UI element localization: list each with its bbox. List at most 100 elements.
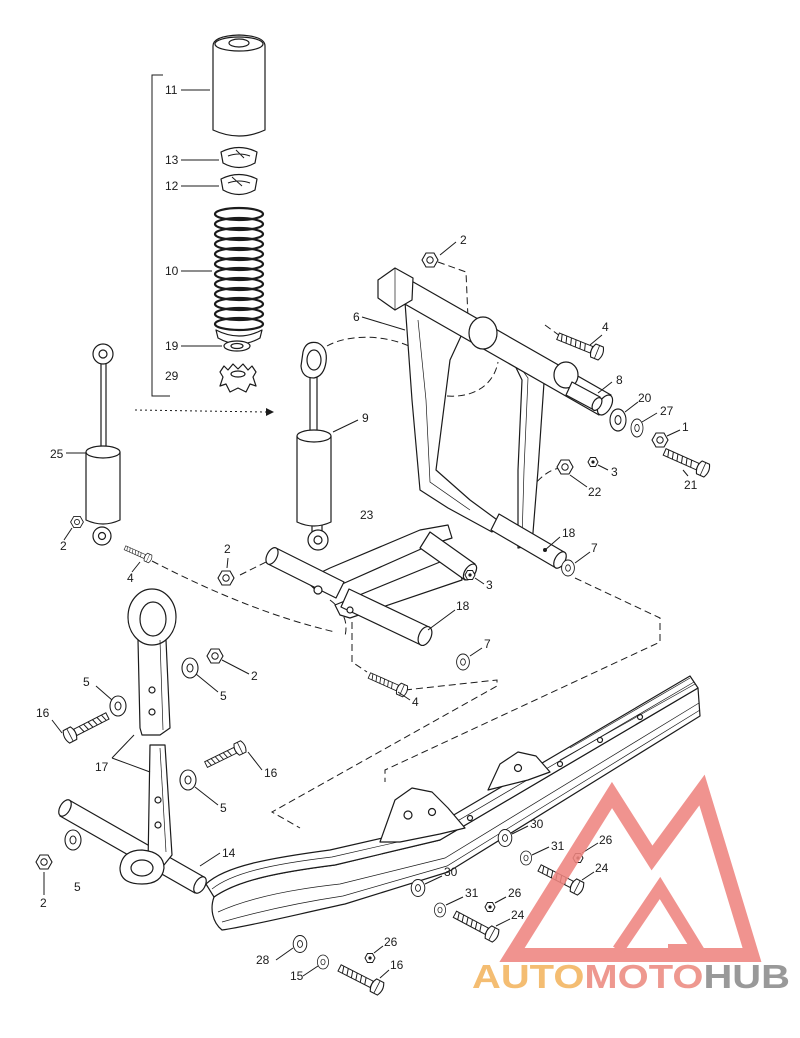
front-shock-part-25 — [85, 343, 121, 546]
callout-19: 19 — [165, 339, 179, 353]
bolt-part-16 — [60, 709, 112, 745]
bolt-part-4 — [366, 669, 410, 698]
ring-part-19 — [223, 340, 251, 352]
callout-27: 27 — [660, 404, 674, 418]
rear-arm-part-23 — [265, 524, 478, 647]
callout-5: 5 — [220, 801, 227, 815]
callout-5: 5 — [74, 880, 81, 894]
callout-4: 4 — [127, 571, 134, 585]
callout-6: 6 — [353, 310, 360, 324]
bolt-part-21 — [661, 444, 712, 479]
nut-part-2 — [206, 648, 224, 664]
callout-8: 8 — [616, 373, 623, 387]
callout-26: 26 — [384, 935, 398, 949]
bolt-part-16 — [335, 961, 387, 997]
nut-part-2 — [217, 570, 235, 586]
leader-lines — [43, 241, 689, 979]
callout-11: 11 — [165, 83, 178, 97]
bolt-part-24 — [451, 907, 502, 944]
callout-15: 15 — [290, 969, 304, 983]
callout-4: 4 — [602, 320, 609, 334]
callout-2: 2 — [224, 542, 231, 556]
shock-cover-part-11 — [212, 34, 266, 137]
callout-1: 1 — [682, 420, 689, 434]
washer-part-31 — [520, 850, 532, 866]
watermark-moto: MOTO — [584, 958, 703, 995]
callout-14: 14 — [222, 846, 236, 860]
nut-part-3 — [587, 457, 599, 467]
washer-part-30 — [410, 879, 426, 897]
link-part-17-lower — [119, 744, 173, 885]
slide-rail — [205, 675, 701, 931]
callout-24: 24 — [595, 861, 609, 875]
callout-12: 12 — [165, 179, 179, 193]
callout-20: 20 — [638, 391, 652, 405]
front-arm-part-6 — [377, 267, 614, 569]
callout-3: 3 — [486, 578, 493, 592]
bolt-part-4 — [554, 329, 606, 362]
washer-part-31 — [434, 902, 446, 918]
nut-part-26 — [364, 953, 376, 963]
callout-5: 5 — [83, 675, 90, 689]
callout-25: 25 — [50, 447, 64, 461]
callout-9: 9 — [362, 411, 369, 425]
callout-5: 5 — [220, 689, 227, 703]
spring-seat-part-13 — [220, 146, 258, 169]
shaft-part-8 — [565, 381, 603, 411]
callout-26: 26 — [599, 833, 613, 847]
nut-part-1 — [651, 432, 669, 448]
callout-16: 16 — [264, 766, 278, 780]
nut-part-26 — [484, 902, 496, 912]
washer-part-30 — [497, 829, 513, 847]
bolt-part-16 — [202, 739, 249, 771]
watermark-logo-inner — [613, 876, 709, 956]
nut-part-3 — [464, 570, 476, 580]
callout-30: 30 — [530, 817, 544, 831]
rear-shock-part-9 — [296, 341, 332, 551]
washer-part-20 — [609, 408, 627, 432]
callout-7: 7 — [591, 541, 598, 555]
callout-labels: 11 13 12 10 19 29 2 6 4 8 20 27 1 21 3 2… — [36, 83, 698, 983]
callout-18: 18 — [456, 599, 470, 613]
washer-part-27 — [630, 418, 644, 438]
bolt-part-4 — [122, 543, 154, 564]
callout-10: 10 — [165, 264, 179, 278]
callout-2: 2 — [40, 896, 47, 910]
nut-part-2 — [70, 515, 84, 529]
callout-21: 21 — [684, 478, 698, 492]
callout-4: 4 — [412, 695, 419, 709]
callout-17: 17 — [95, 760, 109, 774]
callout-3: 3 — [611, 465, 618, 479]
washer-part-28 — [292, 935, 308, 953]
washer-part-5 — [179, 769, 197, 791]
watermark-logo-mark — [499, 774, 762, 962]
callout-2: 2 — [60, 539, 67, 553]
callout-31: 31 — [465, 886, 479, 900]
washer-part-7 — [561, 559, 575, 577]
callout-23: 23 — [360, 508, 374, 522]
callout-30: 30 — [444, 865, 458, 879]
washer-part-5 — [109, 695, 127, 717]
watermark-hub: HUB — [703, 958, 790, 995]
callout-16: 16 — [390, 958, 404, 972]
callout-31: 31 — [551, 839, 565, 853]
callout-13: 13 — [165, 153, 179, 167]
callout-7: 7 — [484, 637, 491, 651]
washer-part-7 — [456, 653, 470, 671]
callout-24: 24 — [511, 908, 525, 922]
assembly-bracket — [134, 74, 274, 416]
callout-22: 22 — [588, 485, 602, 499]
callout-26: 26 — [508, 886, 522, 900]
adjuster-nut-part-29 — [219, 363, 257, 393]
washer-part-15 — [317, 954, 329, 970]
spring-seat-part-12 — [220, 173, 258, 196]
callout-18: 18 — [562, 526, 576, 540]
nut-part-2 — [421, 252, 439, 268]
washer-part-5 — [64, 829, 82, 851]
nut-part-2 — [35, 854, 53, 870]
coil-spring-part-10 — [213, 206, 265, 345]
callout-2: 2 — [251, 669, 258, 683]
